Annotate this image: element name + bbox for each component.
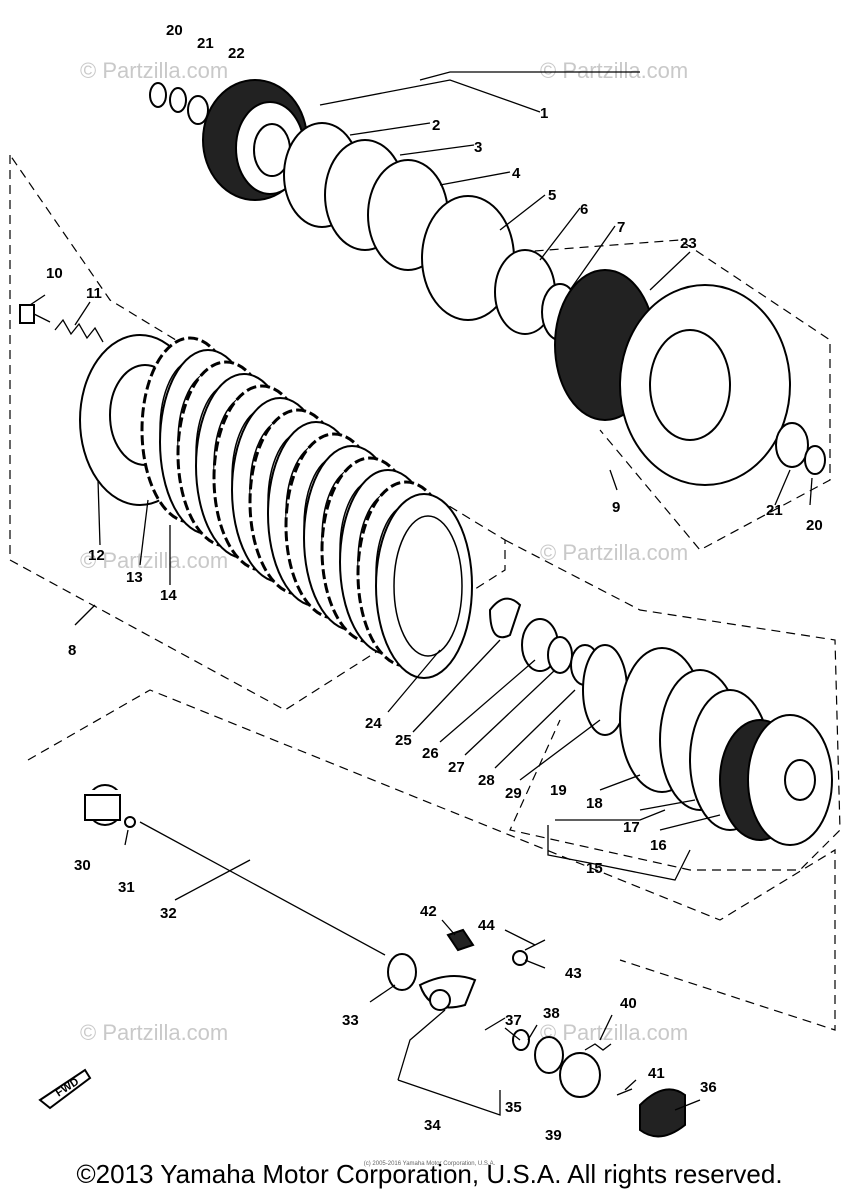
group-boundary-pressure-plate	[504, 539, 841, 871]
forward-arrow-icon: FWD	[38, 1068, 92, 1110]
watermark: © Partzilla.com	[540, 58, 688, 83]
label-43: 43	[565, 965, 582, 982]
label-31: 31	[118, 879, 135, 896]
label-37: 37	[505, 1012, 522, 1029]
label-38: 38	[543, 1005, 560, 1022]
oil-seal-35	[534, 1036, 564, 1074]
label-13: 13	[126, 569, 143, 586]
label-44: 44	[478, 917, 495, 934]
label-17: 17	[623, 819, 640, 836]
label-27: 27	[448, 759, 465, 776]
label-41: 41	[648, 1065, 665, 1082]
washer-21-right	[775, 422, 809, 468]
label-21-right: 21	[766, 502, 783, 519]
label-28: 28	[478, 772, 495, 789]
clutch-housing	[554, 269, 791, 486]
label-21-top: 21	[197, 35, 214, 52]
watermark: © Partzilla.com	[80, 58, 228, 83]
watermark: © Partzilla.com	[540, 1020, 688, 1045]
label-9: 9	[612, 499, 620, 516]
label-23: 23	[680, 235, 697, 252]
label-26: 26	[422, 745, 439, 762]
return-spring	[559, 1052, 601, 1098]
label-7: 7	[617, 219, 625, 236]
label-39: 39	[545, 1127, 562, 1144]
circlip-20-right	[804, 445, 826, 475]
thrust-washer-27	[547, 636, 573, 674]
watermark: © Partzilla.com	[540, 540, 688, 565]
clutch-plate	[375, 493, 473, 679]
oil-seal	[387, 953, 417, 991]
label-29: 29	[505, 785, 522, 802]
washer-21-top	[169, 87, 187, 113]
locknut	[512, 1029, 530, 1051]
label-12: 12	[88, 547, 105, 564]
label-2: 2	[432, 117, 440, 134]
adjusting-screw	[484, 1017, 506, 1031]
bearing-30	[84, 784, 125, 826]
watermark: © Partzilla.com	[80, 1020, 228, 1045]
label-32: 32	[160, 905, 177, 922]
leader-lines	[29, 71, 813, 1116]
steel-ball	[124, 816, 136, 828]
label-33: 33	[342, 1012, 359, 1029]
spring-40	[584, 1043, 612, 1051]
label-3: 3	[474, 139, 482, 156]
cable-holder	[446, 928, 475, 952]
plate-inner-edge	[393, 515, 463, 657]
label-35: 35	[505, 1099, 522, 1116]
label-20-right: 20	[806, 517, 823, 534]
label-34: 34	[424, 1117, 441, 1134]
group-boundary-clutch-housing	[414, 239, 831, 551]
label-10: 10	[46, 265, 63, 282]
clutch-boss	[719, 714, 833, 846]
push-lever-assembly	[418, 975, 477, 1011]
nut-43	[512, 950, 528, 966]
circlip-20-top	[149, 82, 167, 108]
fine-print: (c) 2005-2016 Yamaha Motor Corporation, …	[363, 1161, 496, 1167]
push-lever-plate	[488, 597, 522, 639]
label-30: 30	[74, 857, 91, 874]
label-36: 36	[700, 1079, 717, 1096]
label-8: 8	[68, 642, 76, 659]
label-20-top: 20	[166, 22, 183, 39]
label-14: 14	[160, 587, 177, 604]
label-1: 1	[540, 105, 548, 122]
label-25: 25	[395, 732, 412, 749]
primary-driven-gear	[202, 79, 308, 201]
clutch-plate-stack	[140, 336, 473, 679]
clutch-spring	[54, 318, 104, 343]
label-5: 5	[548, 187, 556, 204]
label-11: 11	[86, 285, 102, 302]
label-6: 6	[580, 201, 588, 218]
push-rod	[139, 821, 386, 956]
label-42: 42	[420, 903, 437, 920]
label-40: 40	[620, 995, 637, 1012]
bolt	[19, 304, 51, 324]
label-19: 19	[550, 782, 567, 799]
push-lever-cover	[639, 1088, 686, 1138]
group-boundary-clutch-plates	[9, 154, 506, 711]
label-22: 22	[228, 45, 245, 62]
label-24: 24	[365, 715, 382, 732]
label-18: 18	[586, 795, 603, 812]
copyright-footer: ©2013 Yamaha Motor Corporation, U.S.A. A…	[76, 1159, 783, 1189]
nut-22	[187, 95, 209, 125]
label-4: 4	[512, 165, 521, 182]
part-number-labels: 1 2 3 4 5 6 7 8 9 10 11 12 13 14 15 16 1…	[46, 22, 823, 1144]
screw-41	[616, 1088, 633, 1096]
label-16: 16	[650, 837, 667, 854]
label-15: 15	[586, 860, 603, 877]
watermark: © Partzilla.com	[80, 548, 228, 573]
